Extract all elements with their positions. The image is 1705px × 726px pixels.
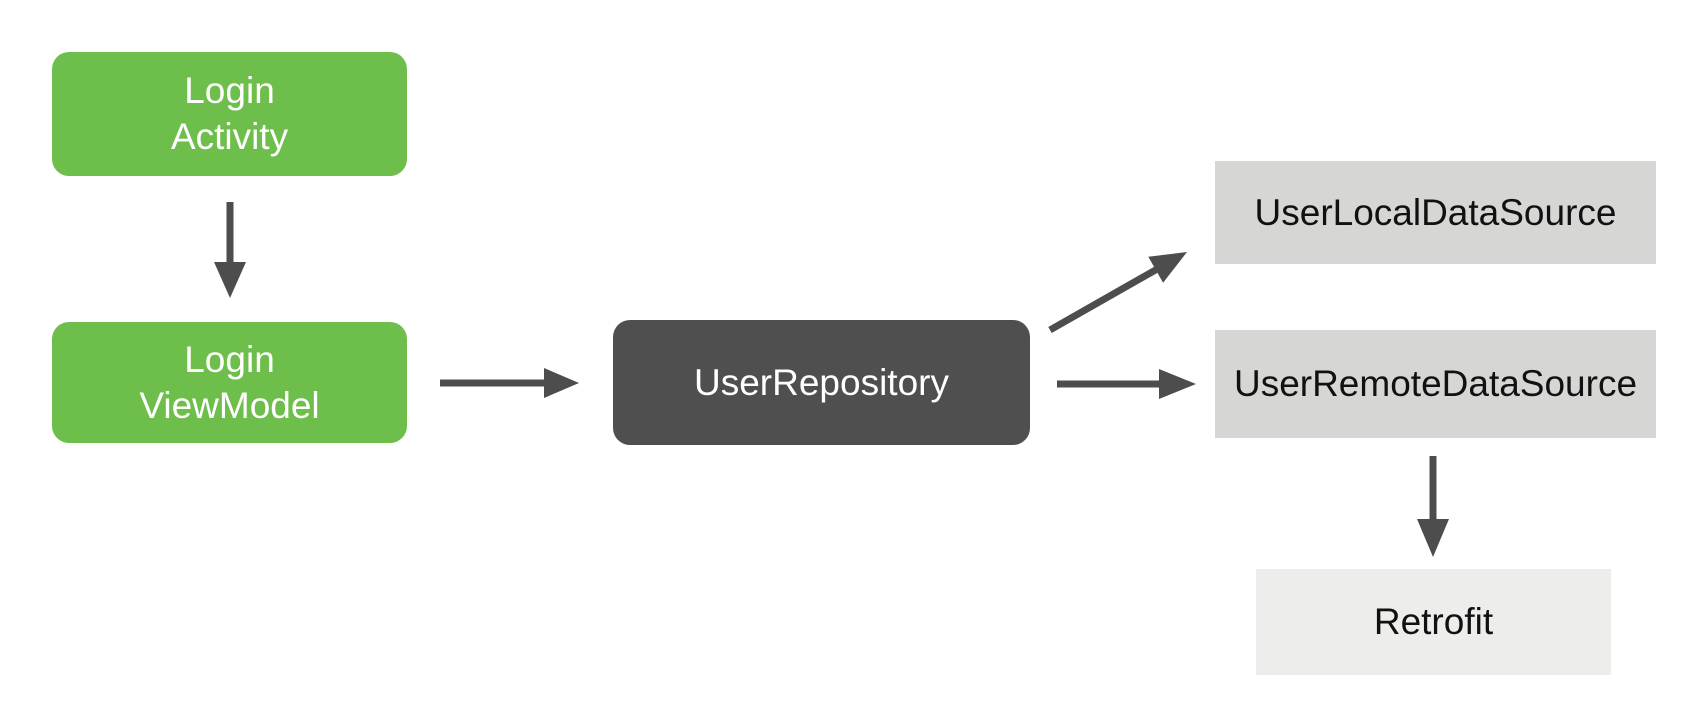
node-user-local-data-source-label: UserLocalDataSource <box>1254 191 1617 233</box>
arrow-user-repository-to-user-local-data-source <box>1048 252 1187 334</box>
arrow-login-viewmodel-to-user-repository <box>440 368 579 398</box>
node-user-repository-label: UserRepository <box>694 361 949 403</box>
node-user-repository: UserRepository <box>613 320 1030 445</box>
node-user-local-data-source: UserLocalDataSource <box>1215 161 1656 264</box>
arrow-user-repository-to-user-remote-data-source <box>1057 369 1196 399</box>
arrow-user-remote-data-source-to-retrofit <box>1417 456 1449 557</box>
node-retrofit-label: Retrofit <box>1373 601 1494 642</box>
arrow-login-activity-to-login-viewmodel <box>214 202 246 298</box>
node-user-remote-data-source: UserRemoteDataSource <box>1215 330 1656 438</box>
node-user-remote-data-source-label: UserRemoteDataSource <box>1233 363 1638 404</box>
node-retrofit: Retrofit <box>1256 569 1611 675</box>
